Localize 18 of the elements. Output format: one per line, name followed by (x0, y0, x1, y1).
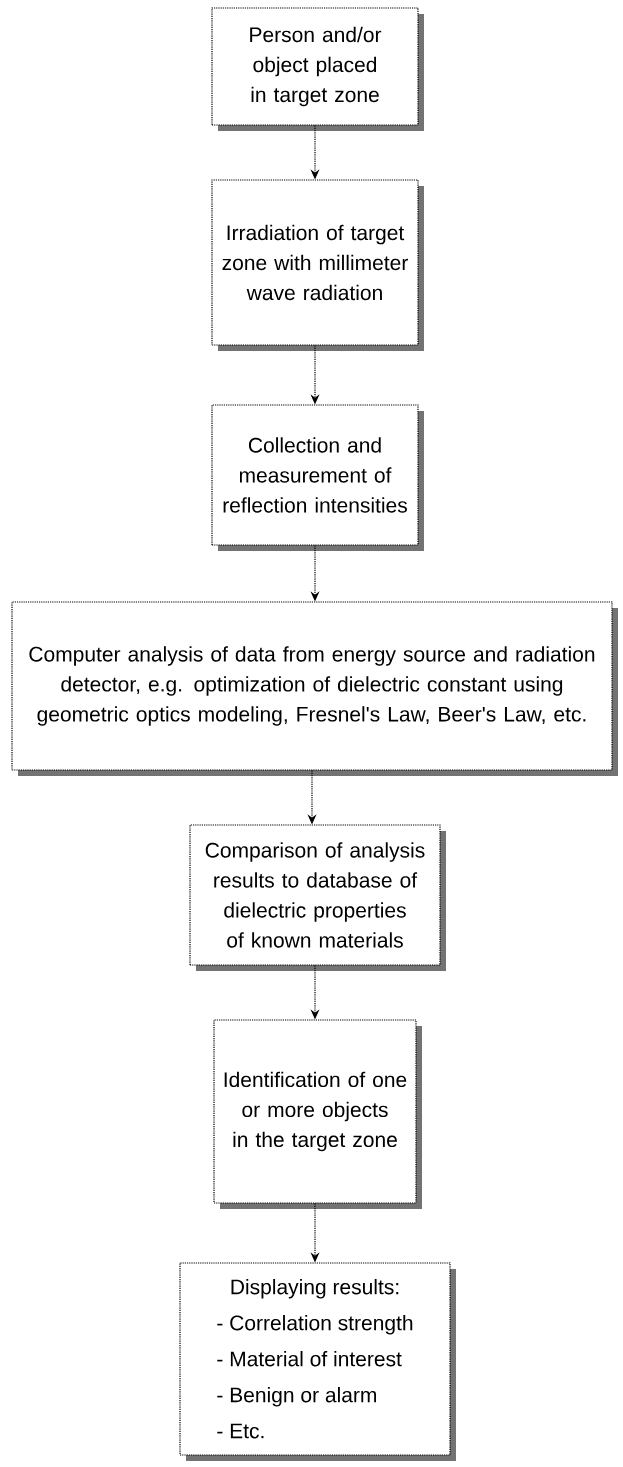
step-text: Collection and measurement of reflection intensities (223, 437, 407, 513)
step-text: Comparison of analysis results to database of dielectric properties of known materials (205, 842, 425, 948)
step-text: Identification of one or more objects in the target zone (224, 1071, 407, 1152)
process-box (211, 7, 424, 131)
list-item: - Etc. (217, 1423, 264, 1439)
process-box (179, 1262, 456, 1461)
process-box (211, 179, 424, 351)
step-text: Computer analysis of data from energy source and radiation detector, e.g. optimization of dielectric constant using geometric optics modeling, Fresnel's Law, Beer's Law, etc. (29, 646, 595, 726)
process-box (213, 1019, 422, 1209)
list-item: - Correlation strength (217, 1314, 413, 1335)
process-box (189, 824, 446, 971)
step-text: Irradiation of target zone with millimeter wave radiation (222, 224, 408, 301)
list-item: - Benign or alarm (217, 1386, 376, 1407)
process-box (211, 404, 424, 551)
process-box (11, 601, 618, 776)
step-text: Person and/or object placed in target zone (250, 26, 382, 107)
list-item: - Material of interest (217, 1350, 402, 1367)
heading: Displaying results: (231, 1279, 399, 1299)
